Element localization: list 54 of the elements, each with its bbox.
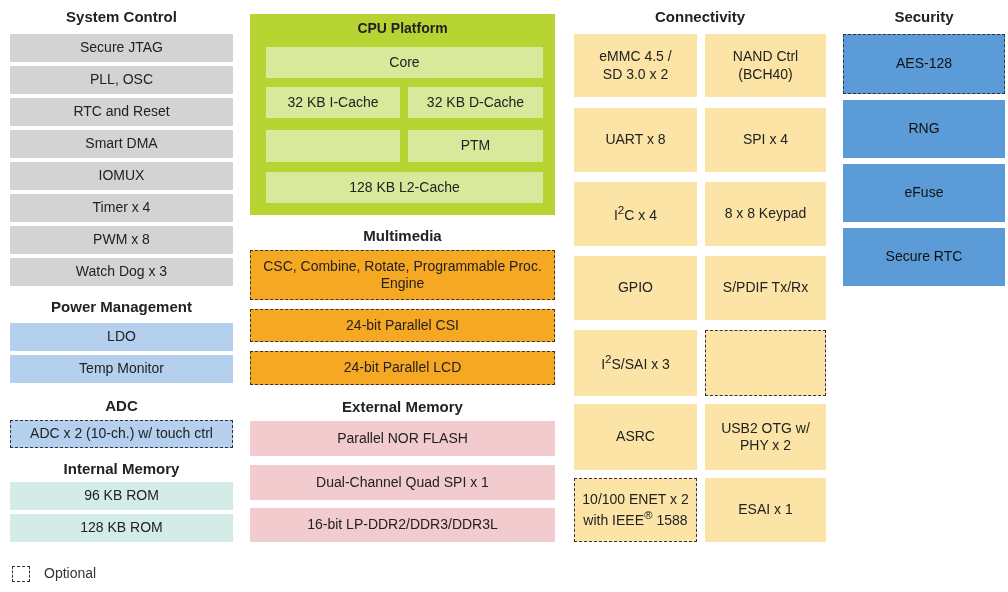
section-heading: Multimedia: [362, 227, 443, 244]
component-box: [266, 130, 400, 162]
module-box: I$^{2}$C x 4: [574, 182, 697, 246]
section-heading: External Memory: [341, 398, 464, 415]
module-box: Watch Dog x 3: [10, 258, 233, 286]
component-box: Core: [266, 47, 543, 78]
module-box: 16-bit LP-DDR2/DDR3/DDR3L: [250, 508, 555, 542]
section-heading: System Control: [65, 8, 178, 25]
module-box: eFuse: [843, 164, 1005, 222]
module-box: AES-128: [843, 34, 1005, 94]
module-box: 96 KB ROM: [10, 482, 233, 510]
module-box: RTC and Reset: [10, 98, 233, 126]
module-box: IOMUX: [10, 162, 233, 190]
module-box: Timer x 4: [10, 194, 233, 222]
module-box: 24-bit Parallel CSI: [250, 309, 555, 342]
component-box: 32 KB I-Cache: [266, 87, 400, 118]
module-box: Parallel NOR FLASH: [250, 421, 555, 456]
platform-panel: [250, 14, 555, 215]
module-box: S/PDIF Tx/Rx: [705, 256, 826, 320]
section-heading: Internal Memory: [62, 460, 181, 477]
module-box: Secure JTAG: [10, 34, 233, 62]
module-box: Secure RTC: [843, 228, 1005, 286]
module-box: ADC x 2 (10-ch.) w/ touch ctrl: [10, 420, 233, 448]
module-box: ASRC: [574, 404, 697, 470]
module-box: LDO: [10, 323, 233, 351]
module-box: 128 KB ROM: [10, 514, 233, 542]
module-box: 10/100 ENET x 2 with IEEE$^{®}$ 1588: [574, 478, 697, 542]
section-heading: Security: [893, 8, 955, 25]
module-box: PWM x 8: [10, 226, 233, 254]
section-heading: Power Management: [50, 298, 193, 315]
module-box: RNG: [843, 100, 1005, 158]
module-box: eMMC 4.5 / SD 3.0 x 2: [574, 34, 697, 97]
module-box: GPIO: [574, 256, 697, 320]
section-heading: ADC: [104, 397, 139, 414]
module-box: 24-bit Parallel LCD: [250, 351, 555, 385]
module-box: Temp Monitor: [10, 355, 233, 383]
module-box: [705, 330, 826, 396]
module-box: UART x 8: [574, 108, 697, 172]
section-heading: Connectivity: [654, 8, 746, 25]
legend-text: Optional: [44, 565, 97, 581]
module-box: CSC, Combine, Rotate, Programmable Proc. Engine: [250, 250, 555, 300]
module-box: Dual-Channel Quad SPI x 1: [250, 465, 555, 500]
module-box: I$^{2}$S/SAI x 3: [574, 330, 697, 396]
module-box: USB2 OTG w/ PHY x 2: [705, 404, 826, 470]
module-box: 8 x 8 Keypad: [705, 182, 826, 246]
module-box: SPI x 4: [705, 108, 826, 172]
panel-heading: CPU Platform: [356, 20, 449, 38]
module-box: Smart DMA: [10, 130, 233, 158]
module-box: PLL, OSC: [10, 66, 233, 94]
module-box: ESAI x 1: [705, 478, 826, 542]
component-box: 128 KB L2-Cache: [266, 172, 543, 203]
module-box: NAND Ctrl (BCH40): [705, 34, 826, 97]
component-box: PTM: [408, 130, 543, 162]
component-box: 32 KB D-Cache: [408, 87, 543, 118]
